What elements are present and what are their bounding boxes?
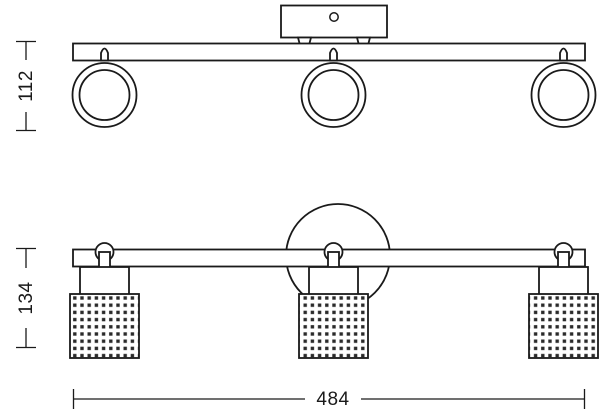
shade-neck-center [308,266,359,296]
front-elevation-view [71,4,597,128]
side-profile-view [69,203,599,359]
spot-ring-inner-left [78,69,131,121]
spot-stem-center [329,47,338,62]
spot-ring-inner-center [307,69,360,121]
shade-outline-left [69,293,140,359]
dimension-height-front: 112 [12,40,42,132]
shade-outline-center [298,293,369,359]
spot-ring-inner-right [537,69,590,121]
dimension-label-484: 484 [316,389,349,410]
mounting-bar-front [72,42,586,62]
shade-outline-right [528,293,599,359]
shade-neck-left [79,266,130,296]
shade-pattern-right [529,294,598,358]
spot-head-left-front [71,47,138,128]
ceiling-mount-plate [280,4,388,39]
shade-neck-right [538,266,589,296]
shade-assembly-left [69,242,140,359]
dimension-label-112: 112 [16,70,37,102]
spot-stem-right [559,47,568,62]
spot-head-center-front [300,47,367,128]
spot-stem-left [100,47,109,62]
dimension-label-134: 134 [16,281,37,314]
dimension-width-overall: 484 [72,385,586,413]
shade-pattern-center [299,294,368,358]
spot-head-right-front [530,47,597,128]
dimension-height-side: 134 [12,247,42,349]
shade-assembly-right [528,242,599,359]
shade-assembly-center [298,242,369,359]
shade-pattern-left [70,294,139,358]
